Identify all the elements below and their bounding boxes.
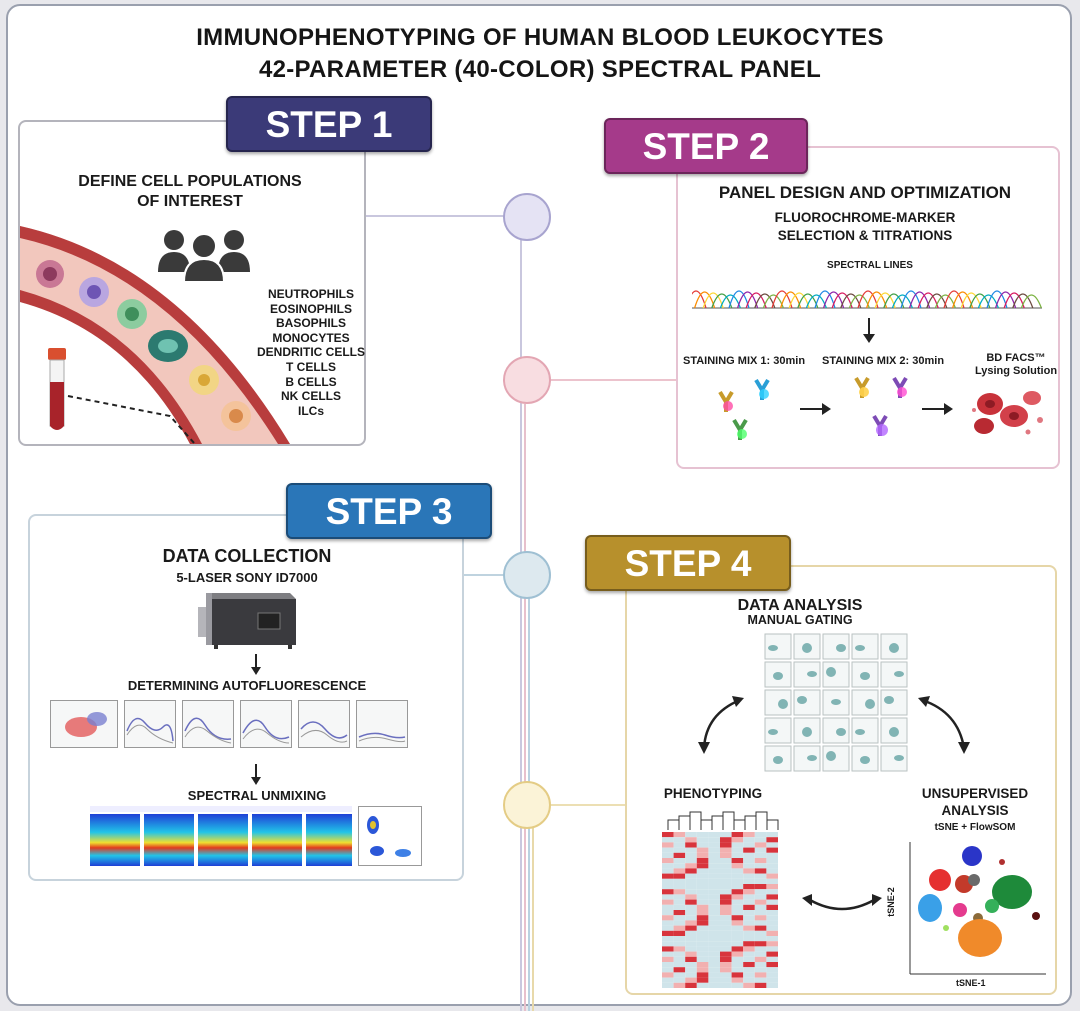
right-arrow-icon <box>922 403 953 415</box>
autofluorescence-spectrum <box>240 700 292 748</box>
lysing-solution-name: Lysing Solution <box>974 365 1058 377</box>
step1-heading-line1: DEFINE CELL POPULATIONS <box>78 173 302 190</box>
spectral-unmixing-label: SPECTRAL UNMIXING <box>187 788 327 803</box>
autofluorescence-spectrum <box>182 700 234 748</box>
antibody-mix1-illustration <box>718 378 770 440</box>
step3-badge: STEP 3 <box>286 483 492 539</box>
cycle-arrow-left-icon <box>698 696 744 754</box>
cell-population-item: T CELLS <box>286 359 336 374</box>
spectral-unmixing-heatmaps <box>90 806 352 866</box>
autofluorescence-scatter <box>50 700 118 748</box>
blood-tube-icon <box>48 348 66 430</box>
step1-badge: STEP 1 <box>226 96 432 152</box>
cell-population-item: ILCs <box>297 403 324 418</box>
spectral-lines-plot <box>692 290 1042 309</box>
sony-id7000-instrument-icon <box>198 593 296 649</box>
cell-population-item: NEUTROPHILS <box>267 287 354 301</box>
autofluorescence-spectrum <box>356 700 408 748</box>
staining-mix1-label: STAINING MIX 1: 30min <box>683 355 806 367</box>
step2-badge: STEP 2 <box>604 118 808 174</box>
manual-gating-label: MANUAL GATING <box>747 613 853 627</box>
people-icon <box>158 230 250 282</box>
step2-subheading-line1: FLUOROCHROME-MARKER <box>774 210 956 225</box>
timeline-node-4 <box>503 781 551 829</box>
timeline-node-3 <box>503 551 551 599</box>
step4-badge: STEP 4 <box>585 535 791 591</box>
figure-title-line2: 42-PARAMETER (40-COLOR) SPECTRAL PANEL <box>258 56 822 83</box>
phenotyping-label: PHENOTYPING <box>663 786 763 801</box>
antibody-mix2-illustration <box>854 376 908 436</box>
tsne-x-axis-label: tSNE-1 <box>956 978 986 988</box>
tsne-flowsom-label: tSNE + FlowSOM <box>934 822 1016 833</box>
autofluorescence-spectrum <box>124 700 176 748</box>
phenotyping-heatmap <box>662 811 779 988</box>
autofluorescence-label: DETERMINING AUTOFLUORESCENCE <box>127 678 367 693</box>
blood-vessel-illustration <box>20 226 290 444</box>
spectral-lines-label: SPECTRAL LINES <box>827 260 913 271</box>
unsupervised-label-line2: ANALYSIS <box>941 803 1009 818</box>
tsne-y-axis-label: tSNE-2 <box>885 887 896 917</box>
step3-heading: DATA COLLECTION <box>162 546 332 566</box>
step1-heading-line2: OF INTEREST <box>137 193 243 210</box>
timeline-node-2 <box>503 356 551 404</box>
down-arrow-icon <box>251 764 261 785</box>
cell-population-item: DENDRITIC CELLS <box>257 345 365 360</box>
autofluorescence-spectrum <box>298 700 350 748</box>
figure-title-line1: IMMUNOPHENOTYPING OF HUMAN BLOOD LEUKOCY… <box>196 24 884 51</box>
lysing-solution-brand: BD FACS™ <box>986 352 1046 364</box>
cell-population-item: BASOPHILS <box>275 316 346 331</box>
down-arrow-icon <box>251 654 261 675</box>
instrument-label: 5-LASER SONY ID7000 <box>176 570 318 585</box>
down-arrow-icon <box>863 318 875 343</box>
double-arrow-icon <box>802 894 882 911</box>
step2-subheading-line2: SELECTION & TITRATIONS <box>777 228 953 243</box>
step4-heading: DATA ANALYSIS <box>737 597 863 614</box>
lysed-red-cells-icon <box>972 391 1043 435</box>
unsupervised-label-line1: UNSUPERVISED <box>921 786 1029 801</box>
tsne-plot <box>909 842 1046 975</box>
autofluorescence-plots <box>42 698 452 760</box>
cell-population-item: MONOCYTES <box>272 330 350 345</box>
step2-heading: PANEL DESIGN AND OPTIMIZATION <box>718 183 1012 202</box>
manual-gating-plots <box>764 633 908 772</box>
cell-population-item: NK CELLS <box>281 389 341 404</box>
unmixed-dotplot <box>358 806 422 866</box>
cell-population-item: EOSINOPHILS <box>269 301 352 316</box>
staining-mix2-label: STAINING MIX 2: 30min <box>822 355 945 367</box>
right-arrow-icon <box>800 403 831 415</box>
cycle-arrow-right-icon <box>918 696 970 754</box>
timeline-node-1 <box>503 193 551 241</box>
cell-population-item: B CELLS <box>285 374 337 389</box>
cell-population-list: NEUTROPHILS EOSINOPHILS BASOPHILS MONOCY… <box>248 287 374 418</box>
